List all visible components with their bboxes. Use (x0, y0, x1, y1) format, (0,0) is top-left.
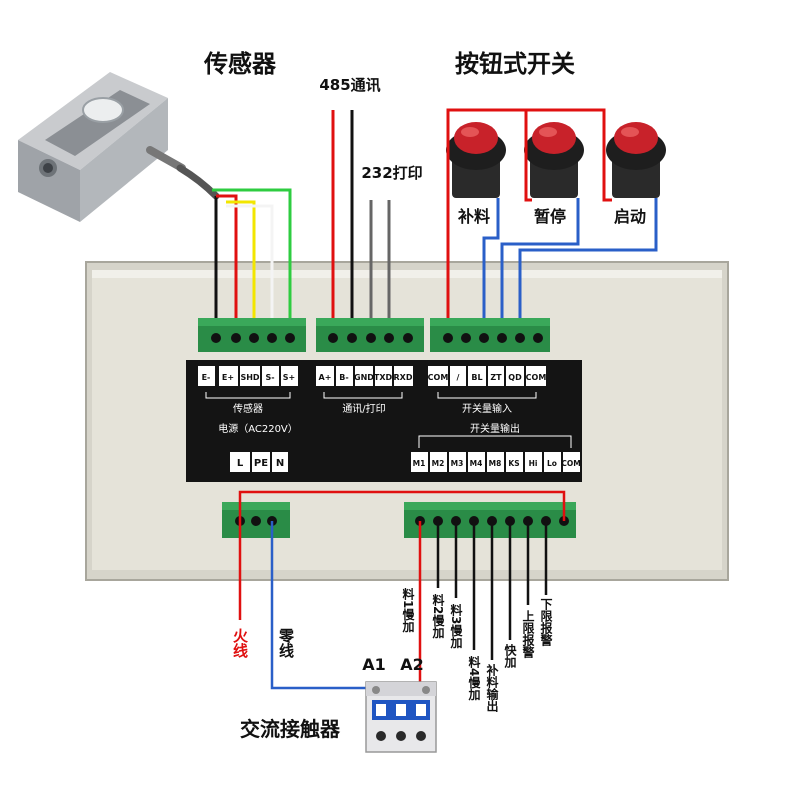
contactor-title: 交流接触器 (240, 717, 341, 741)
panel-comm-label: 通讯/打印 (342, 402, 385, 415)
comm-wires (331, 110, 391, 340)
comm485-label: 485通讯 (319, 76, 380, 94)
pin-label: TXD (374, 373, 393, 382)
panel-sensor-label: 传感器 (233, 402, 263, 415)
pin-label: BL (471, 373, 482, 382)
output-pin-label: M3 (451, 459, 464, 468)
output-label: 料1慢加 (401, 587, 415, 633)
terminal-block-comm (316, 318, 424, 352)
pin-label: B- (339, 373, 348, 382)
output-label: 下限报警 (539, 598, 553, 647)
contactor-terminal-label: A1 (362, 655, 386, 674)
terminal-block-output (404, 502, 576, 538)
sensor-title: 传感器 (203, 50, 277, 78)
pin-label: / (457, 373, 460, 382)
pin-label: RXD (394, 373, 413, 382)
button-label-start: 启动 (614, 207, 646, 226)
button-label-refill: 补料 (457, 207, 490, 226)
panel-input-label: 开关量输入 (462, 402, 512, 415)
output-label: 补料输出 (485, 663, 499, 713)
pin-label: QD (508, 373, 522, 382)
load-cell-icon (18, 72, 220, 222)
contactor-terminal-label: A2 (400, 655, 424, 674)
neutral-wire-label: 零线 (277, 628, 295, 659)
output-pin-label: M8 (489, 459, 502, 468)
push-button-pause-icon (524, 122, 584, 198)
pin-label: ZT (490, 373, 502, 382)
power-pin-label: PE (254, 458, 268, 469)
live-wire-label: 火线 (231, 628, 249, 659)
button-label-pause: 暂停 (534, 207, 566, 226)
output-label: 上限报警 (521, 609, 535, 659)
pin-label: S- (265, 373, 274, 382)
pin-label: E+ (222, 373, 234, 382)
pin-label: A+ (319, 373, 332, 382)
output-label: 快加 (503, 643, 517, 669)
pin-label: COM (428, 373, 449, 382)
output-label: 料4慢加 (467, 655, 481, 701)
power-pin-label: L (237, 458, 244, 469)
push-button-refill-icon (446, 122, 506, 198)
contactor-icon (365, 681, 437, 753)
output-pin-label: COM (561, 459, 580, 468)
pin-label: COM (526, 373, 547, 382)
terminal-block-input (430, 318, 550, 352)
output-pin-label: M1 (413, 459, 426, 468)
output-pin-label: M4 (470, 459, 483, 468)
pin-label: GND (354, 373, 374, 382)
pin-label: SHD (240, 373, 259, 382)
output-pin-label: KS (508, 459, 519, 468)
panel-power-label: 电源（AC220V） (218, 422, 298, 435)
pin-label: E- (202, 373, 211, 382)
output-label: 料3慢加 (449, 603, 463, 649)
push-button-start-icon (606, 122, 666, 198)
buttons-title: 按钮式开关 (455, 50, 575, 78)
output-pin-label: Lo (547, 459, 557, 468)
sensor-wires (212, 188, 292, 335)
terminal-block-sensor (198, 318, 306, 352)
terminal-block-power (222, 502, 290, 538)
panel-output-label: 开关量输出 (470, 422, 520, 435)
output-pin-label: M2 (432, 459, 445, 468)
label-panel (186, 360, 582, 482)
print232-label: 232打印 (361, 164, 422, 182)
pin-label: S+ (283, 373, 295, 382)
output-label: 料2慢加 (431, 593, 445, 639)
output-pin-label: Hi (529, 459, 538, 468)
power-pin-label: N (276, 458, 284, 469)
button-wires (446, 108, 658, 335)
